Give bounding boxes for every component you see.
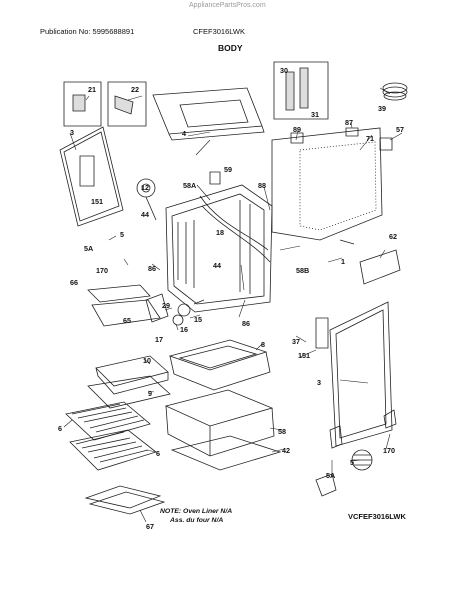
callout-6-upper: 6: [58, 424, 62, 433]
sheet-code: VCFEF3016LWK: [348, 512, 406, 521]
part-62-bracket: [340, 240, 400, 284]
part-66-broil-element: [88, 285, 160, 326]
note-line-2: Ass. du four N/A: [170, 517, 224, 524]
box-30-31: [274, 62, 328, 119]
callout-170-right: 170: [383, 446, 395, 455]
part-58-storage-drawer: [166, 390, 274, 456]
part-3-side-panel-left: [60, 127, 123, 226]
part-9-drip-pan: [88, 376, 170, 408]
callout-4: 4: [182, 129, 186, 138]
callout-58a: 58A: [183, 181, 197, 190]
box-21-22: [64, 82, 146, 126]
callout-151-left: 151: [91, 197, 103, 206]
model-number: CFEF3016LWK: [193, 27, 245, 36]
part-10-pan: [96, 356, 168, 394]
callout-57: 57: [396, 125, 404, 134]
callout-5-left: 5: [120, 230, 124, 239]
callout-62: 62: [389, 232, 397, 241]
callout-17: 17: [155, 335, 163, 344]
callout-3-right: 3: [317, 378, 321, 387]
callout-65: 65: [123, 316, 131, 325]
terminal-block-parts: [146, 294, 204, 325]
callout-12: 12: [141, 183, 149, 192]
callout-16: 16: [180, 325, 188, 334]
callout-151-right: 151: [298, 351, 310, 360]
callout-170-left: 170: [96, 266, 108, 275]
callout-39: 39: [378, 104, 386, 113]
callout-87: 87: [345, 118, 353, 127]
callout-18: 18: [216, 228, 224, 237]
callout-15: 15: [194, 315, 202, 324]
callout-22: 22: [131, 85, 139, 94]
callout-8: 8: [261, 340, 265, 349]
note-line-1: NOTE: Oven Liner N/A: [160, 508, 233, 515]
callout-31: 31: [311, 110, 319, 119]
publication-number: Publication No: 5995688891: [40, 27, 135, 36]
callout-3-left: 3: [70, 128, 74, 137]
callout-10: 10: [143, 356, 151, 365]
callout-1: 1: [341, 257, 345, 266]
part-8-drawer-panel: [170, 340, 270, 390]
callout-67: 67: [146, 522, 154, 531]
callout-71: 71: [366, 134, 374, 143]
callout-5-right: 5: [350, 458, 354, 467]
callout-37: 37: [292, 337, 300, 346]
watermark: AppliancePartsPros.com: [189, 2, 266, 9]
callout-58: 58: [278, 427, 286, 436]
part-71-back-panel: [272, 128, 392, 240]
callout-44-left: 44: [141, 210, 149, 219]
callout-86-right: 86: [242, 319, 250, 328]
part-4-top-panel: [153, 88, 264, 140]
callout-5a-left: 5A: [84, 244, 94, 253]
section-title: BODY: [218, 43, 243, 53]
callout-21: 21: [88, 85, 96, 94]
callout-29: 29: [162, 301, 170, 310]
part-3-door: [316, 302, 392, 446]
callout-42: 42: [282, 446, 290, 455]
part-39-coil: [383, 83, 407, 100]
callout-88: 88: [258, 181, 266, 190]
callout-66: 66: [70, 278, 78, 287]
part-67-bake-element: [86, 486, 164, 514]
callout-30: 30: [280, 66, 288, 75]
part-42-drawer-liner: [172, 436, 280, 470]
leader-lines: [64, 88, 402, 522]
part-6-oven-racks: [66, 402, 156, 470]
part-12-thermostat: [137, 179, 156, 220]
callout-5a-right: 5A: [326, 471, 336, 480]
callout-59: 59: [224, 165, 232, 174]
callout-89: 89: [293, 125, 301, 134]
callout-6-lower: 6: [156, 449, 160, 458]
callout-58b: 58B: [296, 266, 310, 275]
leveling-legs: [316, 410, 396, 496]
callout-86-left: 86: [148, 264, 156, 273]
callout-9: 9: [148, 389, 152, 398]
oven-cavity: [166, 172, 272, 312]
callout-44-center: 44: [213, 261, 221, 270]
